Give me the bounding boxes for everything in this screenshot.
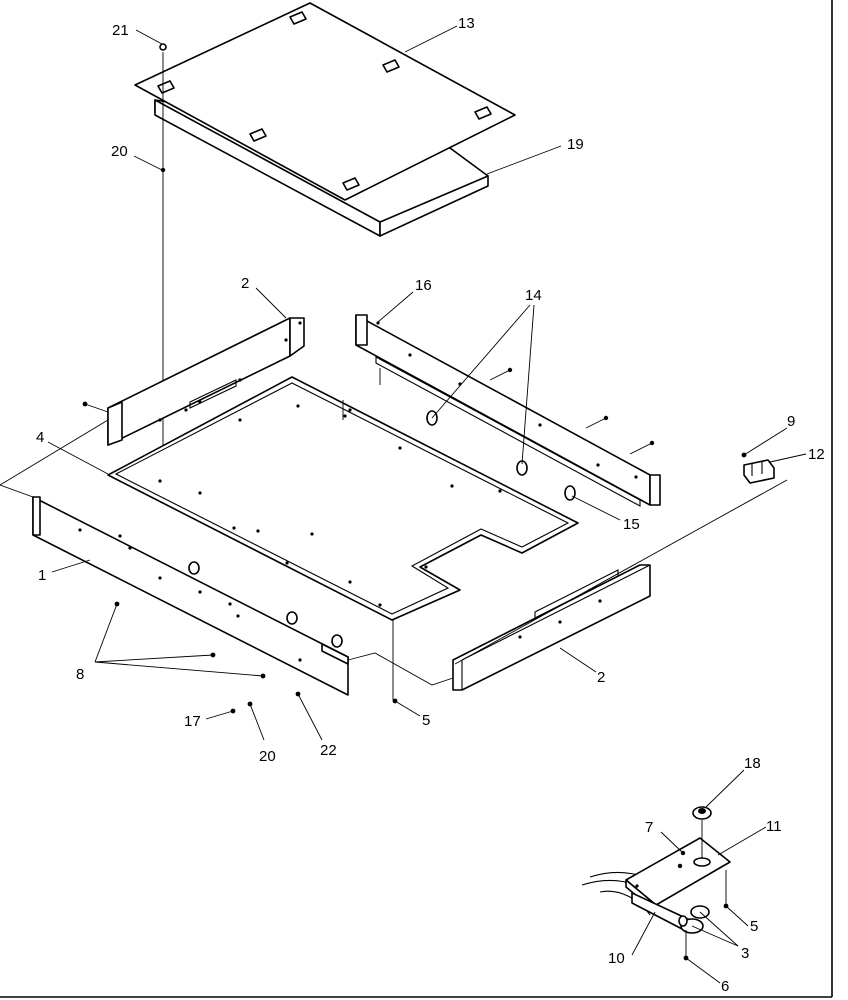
screw-21: [159, 43, 167, 51]
callout-14: 14: [525, 287, 542, 304]
callout-6: 6: [721, 978, 729, 995]
callout-9: 9: [787, 413, 795, 430]
callout-10: 10: [608, 950, 625, 967]
side-rail-2-lower-right: [452, 564, 651, 691]
leader-lines: [47, 25, 807, 984]
callout-2-upper: 2: [241, 275, 249, 292]
callout-5-lower: 5: [750, 918, 758, 935]
callout-11: 11: [766, 818, 782, 835]
callout-21: 21: [112, 22, 129, 39]
side-rail-2-upper-left: [82, 317, 305, 446]
callout-15: 15: [623, 516, 640, 533]
side-rail-16-upper-right: [355, 314, 661, 507]
top-cover-13: [134, 2, 516, 201]
callout-18: 18: [744, 755, 761, 772]
assembly-lines: [0, 368, 788, 700]
callout-5-upper: 5: [422, 712, 430, 729]
callout-4: 4: [36, 429, 44, 446]
front-rail-1: [32, 496, 349, 696]
callout-19: 19: [567, 136, 584, 153]
callout-22: 22: [320, 742, 337, 759]
bracket-12: [743, 459, 775, 484]
callout-8: 8: [76, 666, 84, 683]
callout-17: 17: [184, 713, 201, 730]
callout-16: 16: [415, 277, 432, 294]
callout-13: 13: [458, 15, 475, 32]
screw-20-upper: [160, 167, 166, 173]
clip-15: [564, 485, 576, 501]
base-pan-4: [107, 376, 579, 621]
screws-8: [114, 601, 266, 679]
sensor-subassembly: [581, 806, 731, 961]
callout-2-lower: 2: [597, 669, 605, 686]
callout-labels: 21 13 20 19 2 16 14 4 9 12 15 1 8 2 17 2…: [36, 15, 825, 995]
callout-1: 1: [38, 567, 46, 584]
callout-12: 12: [808, 446, 825, 463]
callout-7: 7: [645, 819, 653, 836]
callout-20-upper: 20: [111, 143, 128, 160]
callout-20-lower: 20: [259, 748, 276, 765]
callout-3: 3: [741, 945, 749, 962]
